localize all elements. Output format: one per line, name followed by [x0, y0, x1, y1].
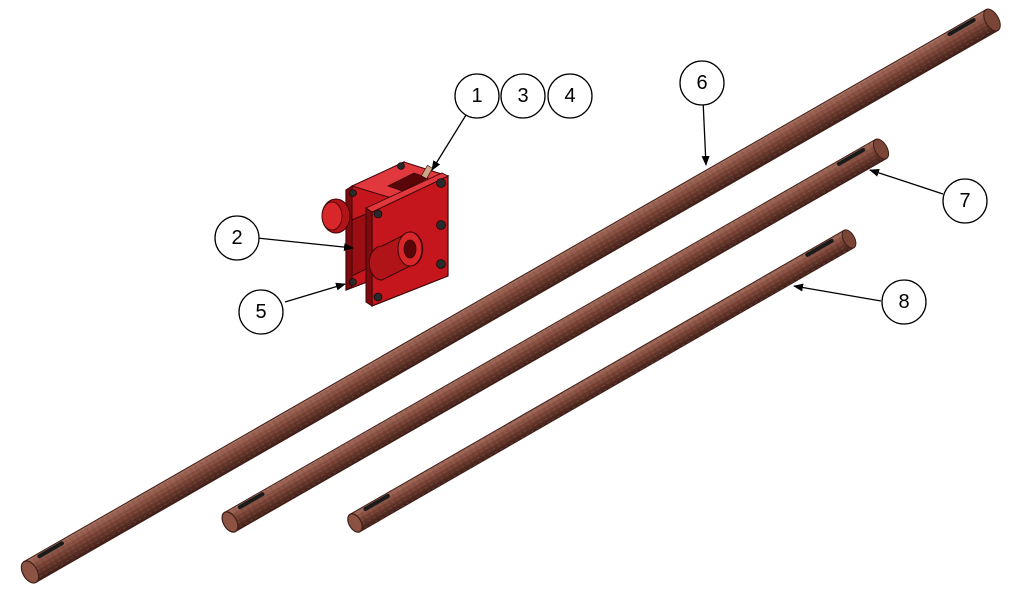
keyway: [37, 541, 64, 559]
shafts-group: [20, 8, 1001, 584]
leader-5: [284, 282, 346, 303]
balloon-label: 5: [255, 301, 266, 323]
balloon-2: 2: [214, 215, 260, 261]
balloon-label: 7: [959, 190, 970, 212]
leader-lines: [256, 99, 944, 303]
balloon-5: 5: [238, 289, 284, 335]
housing-back-plate-edge: [345, 185, 353, 291]
grease-fitting: [420, 164, 434, 180]
shaft-short: [347, 229, 857, 533]
housing-slot: [386, 172, 430, 192]
balloon-6: 6: [679, 60, 725, 106]
keyway: [947, 18, 976, 37]
housing-front-plate-top: [365, 172, 449, 213]
bolt-icon: [373, 209, 383, 219]
balloon-label: 6: [696, 72, 707, 94]
shaft-texture: [24, 9, 998, 583]
balloon-label: 1: [471, 85, 482, 107]
shaft-end-near: [20, 560, 40, 584]
bolt-icon: [349, 189, 357, 197]
bolt-icon: [349, 278, 357, 286]
bolt-icon: [436, 178, 446, 188]
leader-8: [793, 283, 882, 302]
bolt-icon: [436, 220, 446, 230]
bolts: [349, 162, 446, 302]
balloon-label: 3: [517, 85, 528, 107]
leader-2: [256, 237, 354, 252]
keyway: [836, 148, 866, 166]
keyway: [363, 493, 390, 511]
balloon-4: 4: [547, 73, 593, 119]
balloon-1: 1: [454, 73, 500, 119]
bearing-housing: [321, 161, 450, 307]
shaft-end-far: [983, 8, 1001, 32]
shaft-end-near: [221, 511, 239, 533]
bolt-icon: [436, 259, 446, 269]
shaft-body-group: [221, 138, 890, 533]
bolt-icon: [373, 292, 383, 302]
keyway: [805, 238, 834, 257]
shaft-medium: [221, 138, 890, 533]
balloon-7: 7: [942, 178, 988, 224]
rear-hub-face: [321, 201, 343, 231]
shaft-body-group: [20, 8, 1001, 584]
leader-6: [701, 99, 710, 166]
shaft-end-far: [841, 229, 857, 249]
shaft-end-far: [872, 138, 890, 160]
keyway: [237, 492, 265, 510]
balloon-label: 2: [231, 227, 242, 249]
balloon-label: 4: [564, 85, 575, 107]
leader-1: [431, 114, 467, 171]
balloon-8: 8: [881, 279, 927, 325]
balloon-label: 8: [898, 291, 909, 313]
shaft-body-group: [347, 229, 857, 533]
balloon-3: 3: [500, 73, 546, 119]
shaft-end-near: [347, 513, 363, 533]
front-hub-bore: [403, 239, 417, 259]
balloons: 1 3 4 2 5 6 7 8: [214, 60, 988, 335]
shaft-texture: [224, 139, 887, 532]
shaft-texture: [350, 230, 854, 532]
shaft-long: [20, 8, 1001, 584]
bolt-icon: [397, 162, 405, 170]
leader-7: [869, 169, 944, 195]
